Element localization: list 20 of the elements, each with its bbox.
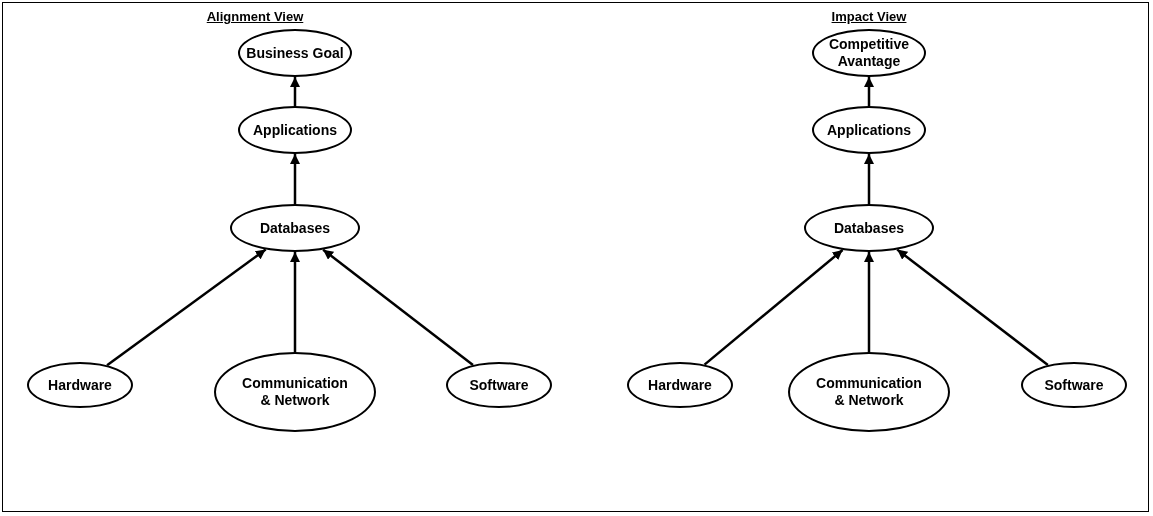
node-label: Databases — [259, 219, 330, 237]
node-label: Databases — [833, 219, 904, 237]
node-label: Hardware — [48, 376, 112, 394]
node-label: Software — [1044, 376, 1104, 394]
node-label: Business Goal — [246, 44, 344, 62]
arrow — [864, 252, 874, 352]
node-label: Software — [469, 376, 529, 394]
arrow — [864, 77, 874, 106]
arrow — [290, 252, 300, 352]
arrow — [290, 154, 300, 204]
view-heading: Impact View — [831, 9, 907, 24]
arrow — [290, 77, 300, 106]
node-label: Communication & Network — [241, 375, 349, 409]
node-label: Hardware — [648, 376, 712, 394]
node-label: Competitive Avantage — [827, 36, 911, 70]
node-label: Applications — [253, 121, 337, 139]
view-heading: Alignment View — [206, 9, 304, 24]
node-label: Applications — [827, 121, 911, 139]
arrow — [864, 154, 874, 204]
node-label: Communication & Network — [815, 375, 923, 409]
